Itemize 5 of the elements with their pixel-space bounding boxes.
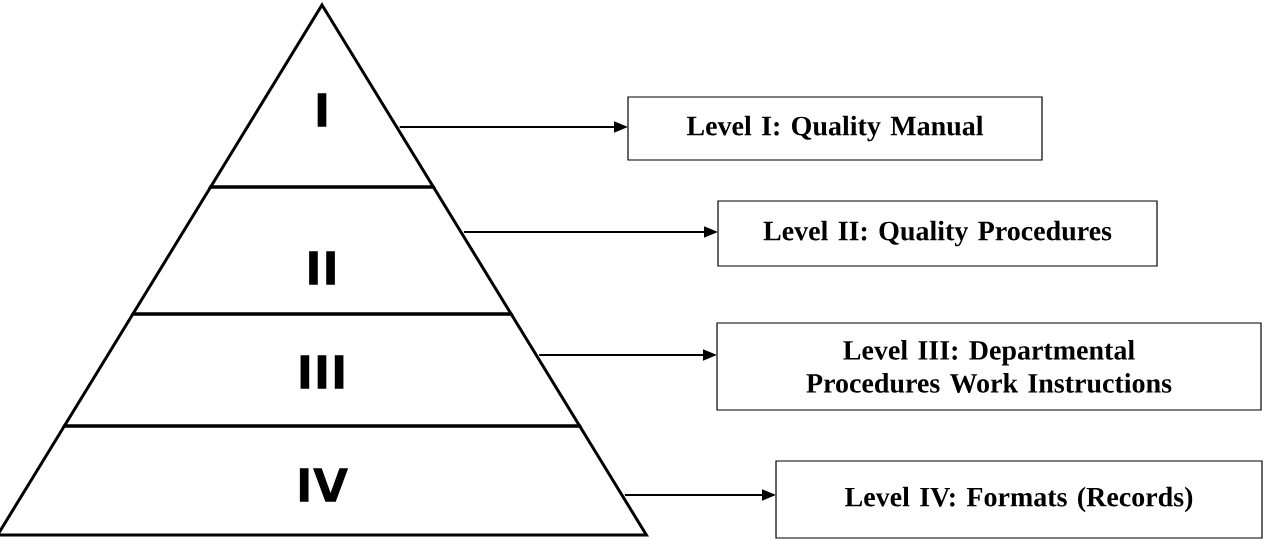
level-box: Level III: Departmental Procedures Work Instructions [716,322,1262,411]
level-box: Level IV: Formats (Records) [775,460,1263,539]
level-box: Level I: Quality Manual [627,96,1043,161]
pyramid-level: IV [0,424,650,537]
level-box: Level II: Quality Procedures [717,200,1158,267]
